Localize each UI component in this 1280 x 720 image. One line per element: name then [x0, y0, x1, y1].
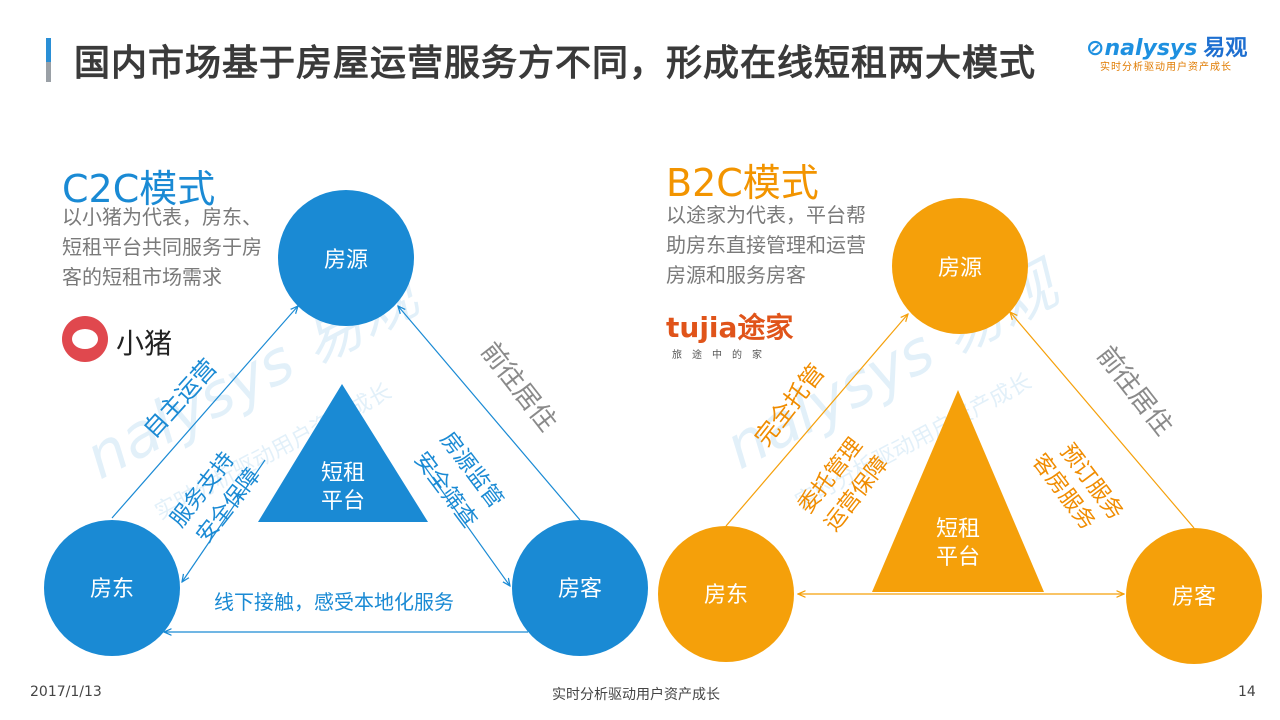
b2c-label-go-live: 前往居住 [1090, 341, 1178, 441]
c2c-node-source-label: 房源 [324, 248, 368, 273]
b2c-node-source [892, 198, 1028, 334]
c2c-arrow-guest-to-source [398, 306, 581, 521]
page-title: 国内市场基于房屋运营服务方不同，形成在线短租两大模式 [74, 43, 1037, 84]
title-accent-bar [46, 38, 51, 80]
c2c-desc-line-2: 短租平台共同服务于房 [62, 235, 262, 259]
c2c-node-guest [512, 520, 648, 656]
c2c-platform-label-2: 平台 [321, 489, 365, 514]
tujia-logo: tujia途家 旅途中的家 [666, 306, 816, 366]
footer-page-number: 14 [1238, 684, 1256, 700]
c2c-label-go-live: 前往居住 [474, 337, 562, 437]
c2c-platform-triangle [258, 384, 428, 522]
b2c-node-guest [1126, 528, 1262, 664]
footer-date: 2017/1/13 [30, 684, 102, 700]
b2c-node-landlord [658, 526, 794, 662]
c2c-desc-line-3: 客的短租市场需求 [62, 265, 222, 289]
b2c-node-landlord-label: 房东 [704, 583, 748, 608]
c2c-connectors [111, 306, 581, 632]
logo-cn: 易观 [1203, 36, 1248, 61]
b2c-desc-line-1: 以途家为代表，平台帮 [666, 203, 866, 227]
logo-text: nalysys [1104, 36, 1198, 61]
c2c-node-source [278, 190, 414, 326]
b2c-platform-triangle [872, 390, 1044, 592]
tujia-brand-sub: 旅途中的家 [672, 350, 772, 361]
tujia-brand-name: tujia途家 [666, 311, 794, 344]
pig-icon [62, 316, 108, 362]
title-accent-bar-gray [46, 62, 51, 82]
b2c-heading: B2C模式 [666, 161, 819, 205]
logo-a-glyph: ⊘ [1086, 36, 1105, 61]
c2c-platform-label-1: 短租 [321, 461, 365, 486]
b2c-desc-line-2: 助房东直接管理和运营 [666, 233, 866, 257]
logo-slogan: 实时分析驱动用户资产成长 [1100, 62, 1232, 73]
footer-slogan: 实时分析驱动用户资产成长 [552, 687, 720, 703]
c2c-node-landlord [44, 520, 180, 656]
b2c-node-source-label: 房源 [938, 256, 982, 281]
b2c-platform-label-2: 平台 [936, 545, 980, 570]
c2c-node-guest-label: 房客 [558, 577, 602, 602]
b2c-connectors [725, 312, 1195, 594]
b2c-platform-label-1: 短租 [936, 517, 980, 542]
c2c-heading: C2C模式 [62, 167, 216, 211]
b2c-description: 以途家为代表，平台帮 助房东直接管理和运营 房源和服务房客 [666, 200, 866, 290]
c2c-arrow-platform-to-landlord [182, 459, 266, 582]
c2c-arrow-landlord-to-source [111, 306, 298, 519]
c2c-arrow-platform-to-guest [419, 459, 510, 586]
c2c-description: 以小猪为代表，房东、 短租平台共同服务于房 客的短租市场需求 [62, 202, 262, 292]
b2c-arrow-landlord-to-source [725, 314, 908, 527]
b2c-node-guest-label: 房客 [1172, 585, 1216, 610]
c2c-desc-line-1: 以小猪为代表，房东、 [62, 205, 262, 229]
b2c-desc-line-3: 房源和服务房客 [666, 263, 806, 287]
b2c-arrow-guest-to-source [1010, 312, 1195, 529]
c2c-label-offline: 线下接触，感受本地化服务 [214, 590, 454, 614]
xiaozhu-brand-name: 小猪 [116, 327, 173, 360]
xiaozhu-logo: 小猪 [62, 316, 192, 368]
c2c-node-landlord-label: 房东 [90, 577, 134, 602]
